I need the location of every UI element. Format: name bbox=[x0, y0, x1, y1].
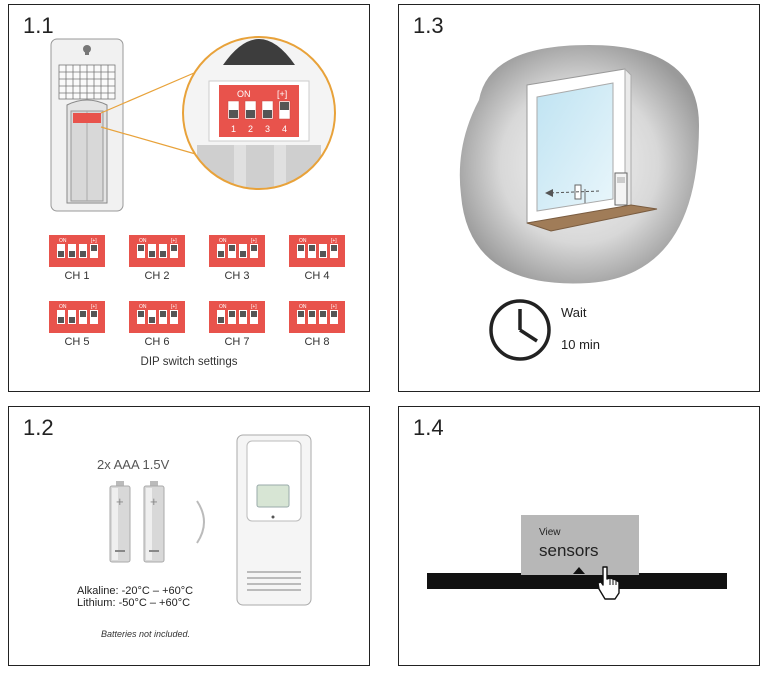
dip-switch-icon: ON [+] bbox=[209, 235, 265, 267]
panel-dip-switch: 1.1 bbox=[8, 4, 370, 392]
zoom-num: 4 bbox=[282, 124, 287, 134]
mini-plus-label: [+] bbox=[171, 238, 177, 244]
dip-switch-icon: ON [+] bbox=[289, 235, 345, 267]
battery-label: 2x AAA 1.5V bbox=[97, 457, 170, 472]
channel-label: CH 3 bbox=[224, 270, 250, 282]
button-pointer bbox=[573, 567, 585, 574]
sensor-front-icon bbox=[236, 434, 312, 606]
panel-number: 1.2 bbox=[23, 415, 54, 440]
mini-plus-label: [+] bbox=[251, 238, 257, 244]
mini-plus-label: [+] bbox=[251, 304, 257, 310]
view-sensors-button[interactable]: View sensors bbox=[521, 515, 639, 575]
mini-on-label: ON bbox=[139, 304, 147, 310]
dip-switch-icon: ON [+] bbox=[129, 235, 185, 267]
mini-on-label: ON bbox=[219, 304, 227, 310]
panel-number: 1.1 bbox=[23, 13, 54, 38]
mini-plus-label: [+] bbox=[331, 304, 337, 310]
panel-view-sensors: 1.4 View sensors bbox=[398, 406, 760, 666]
menu-bar bbox=[427, 573, 727, 589]
channel-label: CH 5 bbox=[64, 336, 90, 348]
panel-batteries: 1.2 2x AAA 1.5V + + Alkaline: -20°C – +6… bbox=[8, 406, 370, 666]
zoom-num: 3 bbox=[265, 124, 270, 134]
hand-cursor-icon bbox=[597, 566, 620, 600]
channel-label: CH 8 bbox=[304, 336, 330, 348]
channel-label: CH 1 bbox=[64, 270, 90, 282]
wait-label: Wait bbox=[561, 305, 587, 320]
panel-number: 1.4 bbox=[413, 415, 444, 440]
mini-on-label: ON bbox=[59, 304, 67, 310]
lithium-range: Lithium: -50°C – +60°C bbox=[77, 597, 191, 609]
alkaline-range: Alkaline: -20°C – +60°C bbox=[77, 585, 194, 597]
window-illustration bbox=[459, 45, 699, 284]
zoom-num: 2 bbox=[248, 124, 253, 134]
channel-label: CH 4 bbox=[304, 270, 330, 282]
channel-label: CH 6 bbox=[144, 336, 170, 348]
mini-plus-label: [+] bbox=[91, 304, 97, 310]
dip-switch-icon: ON [+] bbox=[129, 301, 185, 333]
mini-on-label: ON bbox=[139, 238, 147, 244]
dip-caption: DIP switch settings bbox=[140, 356, 238, 368]
panel-number: 1.3 bbox=[413, 13, 444, 38]
sensors-label: sensors bbox=[539, 541, 599, 560]
clock-icon bbox=[489, 299, 551, 361]
insert-arrow bbox=[196, 500, 205, 544]
zoom-on-label: ON bbox=[237, 89, 251, 99]
dip-switch-icon: ON [+] bbox=[289, 301, 345, 333]
mini-plus-label: [+] bbox=[91, 238, 97, 244]
mini-on-label: ON bbox=[299, 304, 307, 310]
channel-label: CH 2 bbox=[144, 270, 170, 282]
plus-icon: + bbox=[150, 494, 158, 509]
dip-switch-icon: ON [+] bbox=[49, 235, 105, 267]
zoom-num: 1 bbox=[231, 124, 236, 134]
mini-on-label: ON bbox=[59, 238, 67, 244]
view-label: View bbox=[539, 527, 561, 538]
plus-icon: + bbox=[116, 494, 124, 509]
dip-switch-icon: ON [+] bbox=[49, 301, 105, 333]
batteries-note: Batteries not included. bbox=[101, 629, 191, 639]
dip-switch-icon: ON [+] bbox=[209, 301, 265, 333]
channel-label: CH 7 bbox=[224, 336, 250, 348]
mini-plus-label: [+] bbox=[331, 238, 337, 244]
sensor-back-illustration: ON [+] 1 2 3 4 bbox=[50, 36, 336, 212]
battery-icon: + + bbox=[109, 481, 165, 563]
mini-on-label: ON bbox=[219, 238, 227, 244]
panel-window-wait: 1.3 Wait bbox=[398, 4, 760, 392]
mini-on-label: ON bbox=[299, 238, 307, 244]
mini-plus-label: [+] bbox=[171, 304, 177, 310]
wait-duration: 10 min bbox=[561, 337, 601, 352]
zoom-plus-label: [+] bbox=[277, 89, 287, 99]
